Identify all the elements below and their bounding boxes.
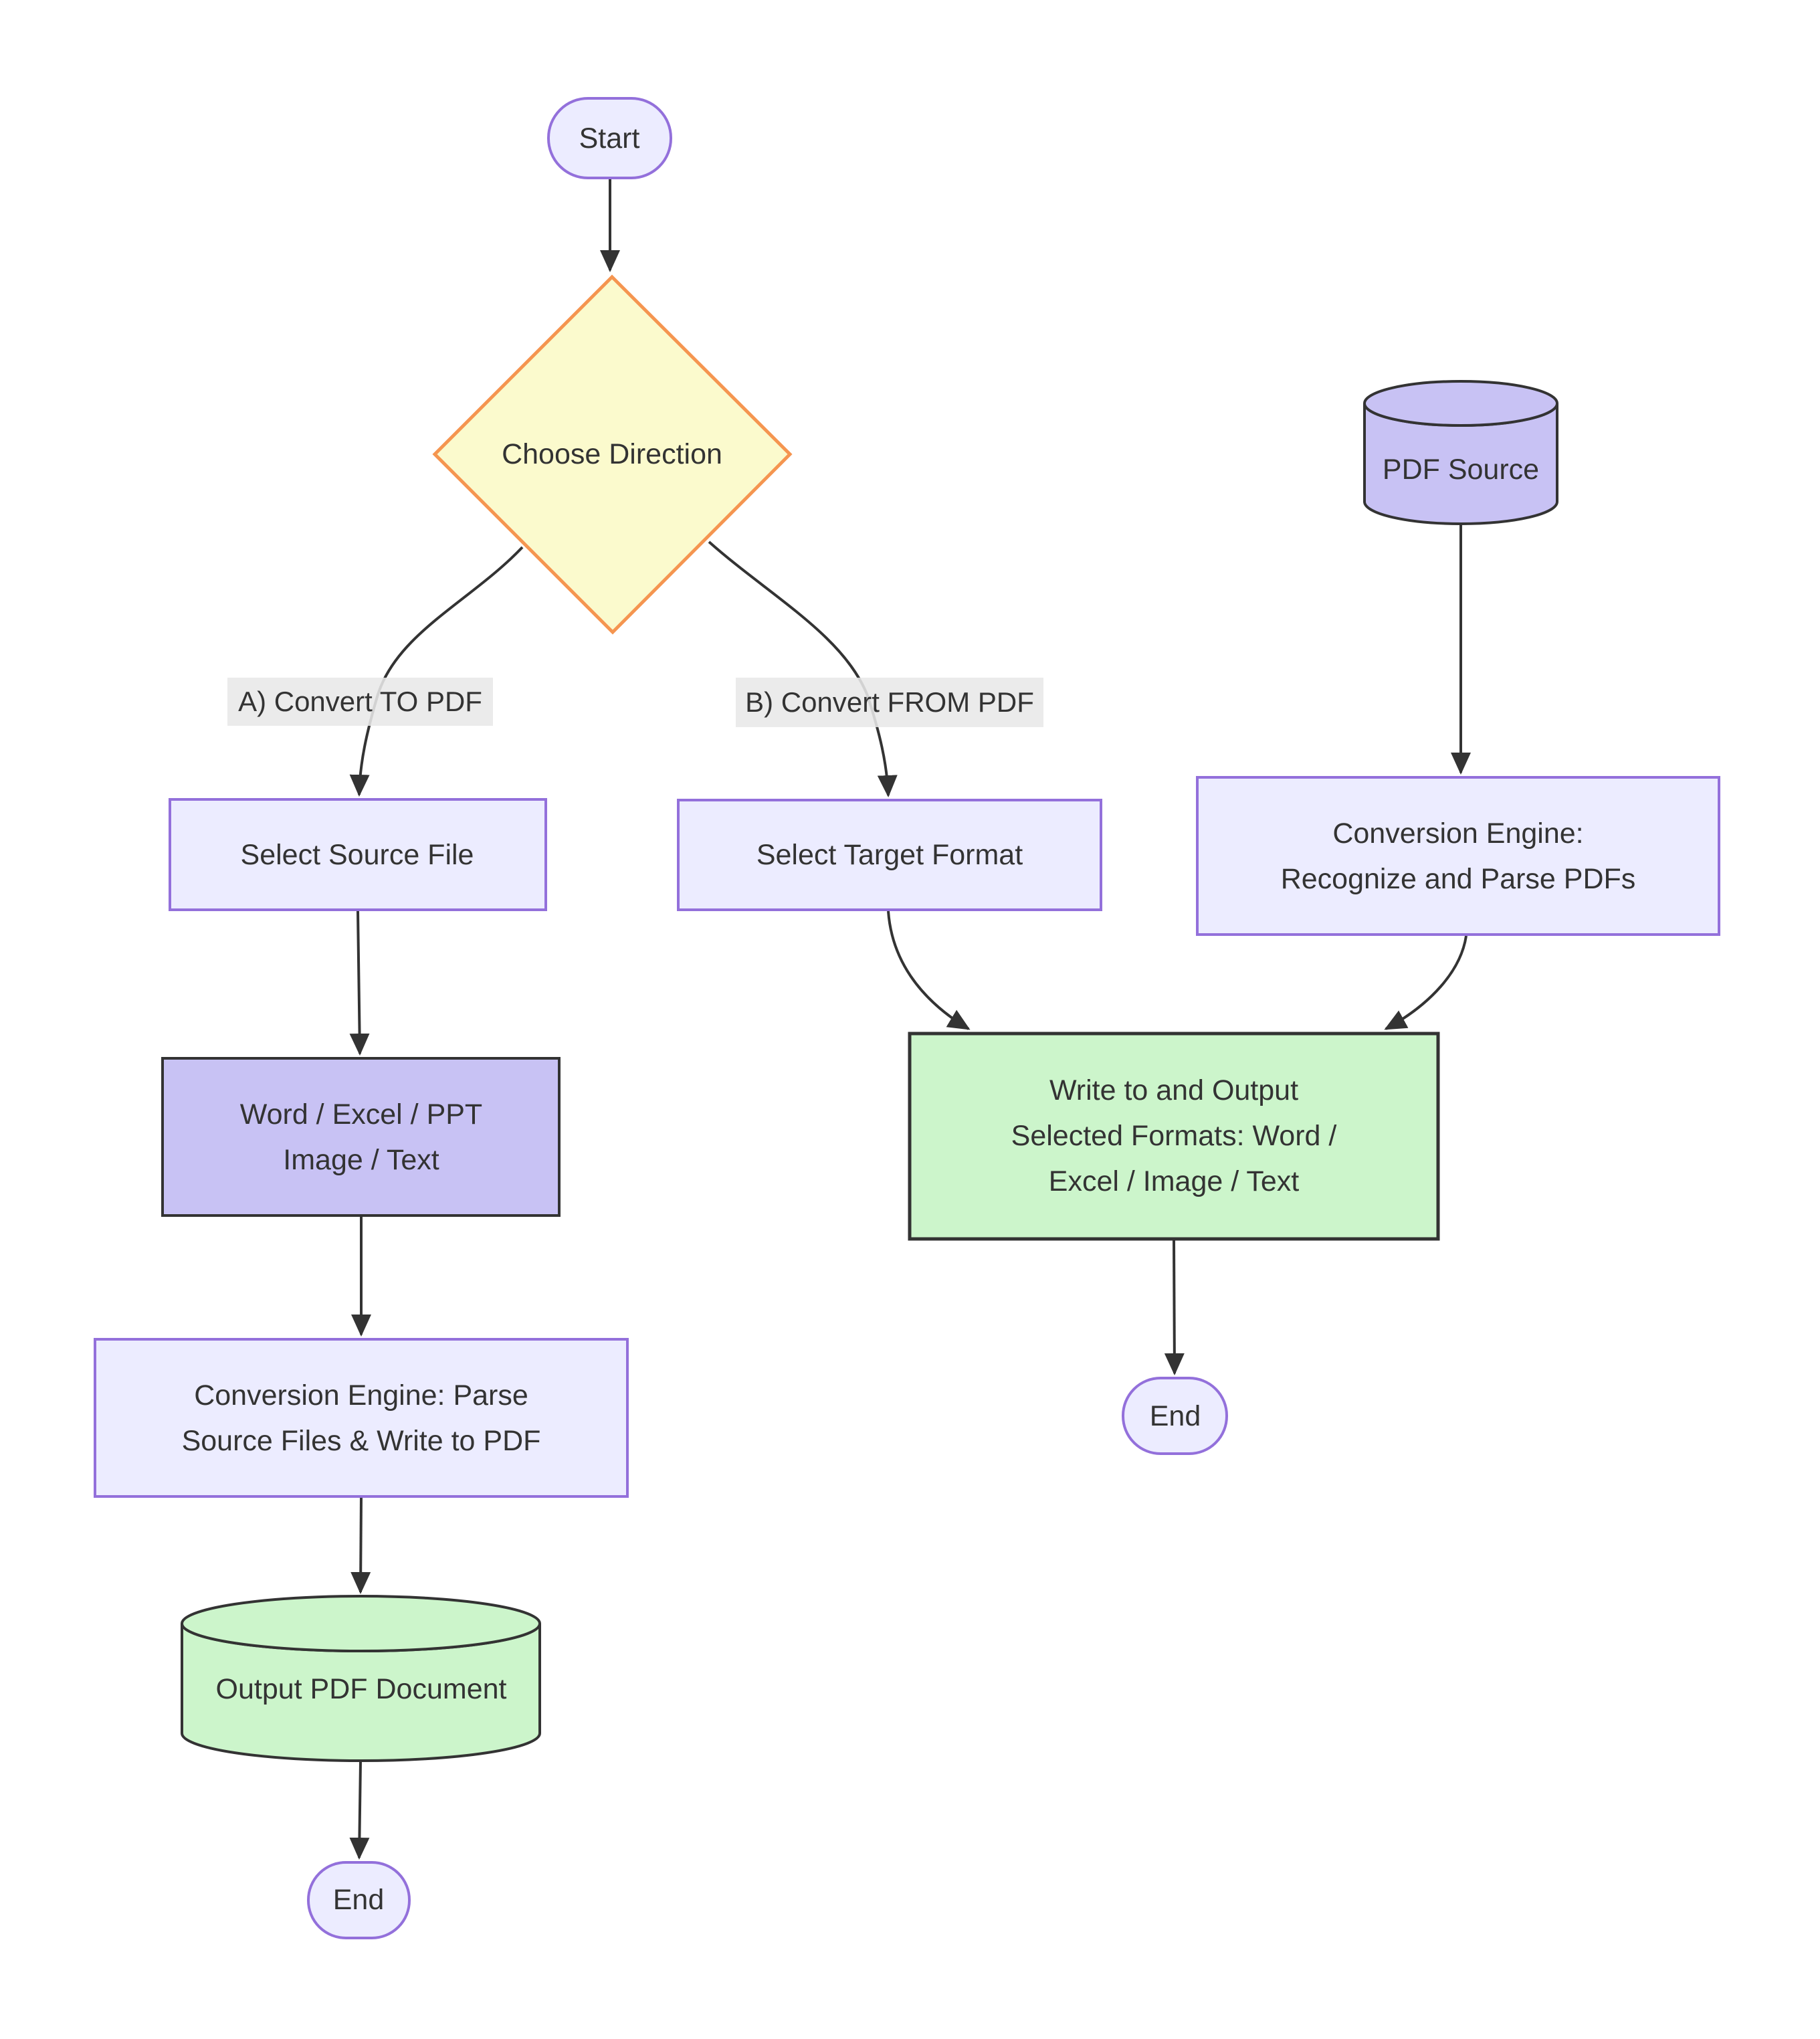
edge-label-branch-b: B) Convert FROM PDF [736, 678, 1043, 727]
node-word-excel-ppt-shape [161, 1057, 561, 1217]
node-select-target-shape [677, 799, 1102, 911]
node-conversion-engine-recognize-shape [1196, 776, 1720, 936]
edge-conversion-engine-recognize-to-write-output [1384, 935, 1468, 1030]
edges [349, 179, 1471, 1860]
edge-choose-direction-to-select-target [708, 541, 898, 797]
edge-select-source-to-word-excel [349, 910, 370, 1056]
node-choose-direction-shape [432, 274, 793, 635]
edge-select-target-to-write-output [887, 910, 971, 1030]
node-pdf-source-top [1363, 380, 1558, 427]
edge-label-branch-a: A) Convert TO PDF [227, 678, 493, 726]
edge-write-output-to-end-b [1164, 1240, 1185, 1375]
node-end-b-shape [1122, 1377, 1228, 1455]
node-start-shape [547, 97, 672, 179]
node-write-output-shape [908, 1032, 1440, 1241]
node-conversion-engine-parse-shape [94, 1338, 629, 1498]
edge-choose-direction-to-select-source [349, 546, 524, 797]
edge-output-pdf-to-end-a [349, 1761, 370, 1860]
node-output-pdf-top [181, 1595, 541, 1652]
node-end-a-shape [307, 1861, 411, 1939]
node-select-source-shape [169, 798, 547, 911]
